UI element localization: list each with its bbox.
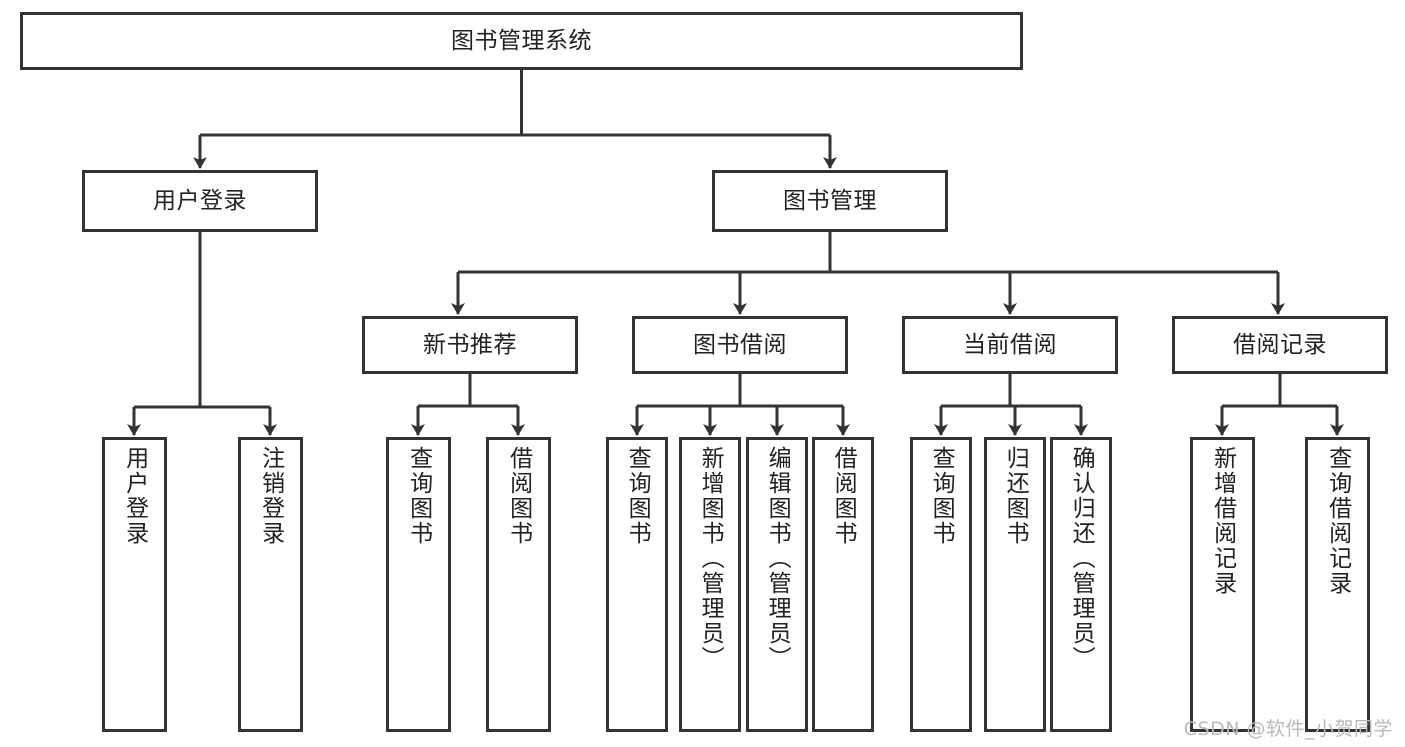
node-leaf-query-book-rec[interactable]: 查询图书 [386, 437, 451, 732]
node-leaf-borrow-book-rec-label: 借阅图书 [505, 446, 532, 546]
node-borrow-record-label: 借阅记录 [1233, 331, 1327, 358]
node-new-book-rec[interactable]: 新书推荐 [362, 316, 578, 374]
node-leaf-add-record-label: 新增借阅记录 [1209, 446, 1236, 596]
node-leaf-return-book[interactable]: 归还图书 [984, 437, 1046, 732]
node-leaf-add-record[interactable]: 新增借阅记录 [1190, 437, 1255, 732]
node-book-borrow[interactable]: 图书借阅 [632, 316, 848, 374]
node-root[interactable]: 图书管理系统 [20, 12, 1023, 70]
node-leaf-query-book-cur-label: 查询图书 [928, 446, 955, 546]
node-root-label: 图书管理系统 [451, 27, 592, 54]
node-book-manage[interactable]: 图书管理 [712, 170, 948, 232]
node-leaf-query-book-rec-label: 查询图书 [405, 446, 432, 546]
node-borrow-record[interactable]: 借阅记录 [1172, 316, 1388, 374]
node-leaf-edit-book[interactable]: 编辑图书（管理员） [746, 437, 808, 732]
node-leaf-query-book-bor-label: 查询图书 [624, 446, 651, 546]
node-leaf-confirm-return-label: 确认归还（管理员） [1068, 446, 1095, 671]
node-leaf-query-book-cur[interactable]: 查询图书 [910, 437, 972, 732]
node-leaf-borrow-book-bor-label: 借阅图书 [830, 446, 857, 546]
node-leaf-return-book-label: 归还图书 [1002, 446, 1029, 546]
node-leaf-edit-book-label: 编辑图书（管理员） [764, 446, 791, 671]
node-leaf-query-book-bor[interactable]: 查询图书 [606, 437, 668, 732]
node-book-borrow-label: 图书借阅 [693, 331, 787, 358]
node-current-borrow-label: 当前借阅 [963, 331, 1057, 358]
node-leaf-query-record-label: 查询借阅记录 [1324, 446, 1351, 596]
node-leaf-confirm-return[interactable]: 确认归还（管理员） [1050, 437, 1112, 732]
node-current-borrow[interactable]: 当前借阅 [902, 316, 1118, 374]
node-book-manage-label: 图书管理 [783, 187, 877, 214]
node-leaf-query-record[interactable]: 查询借阅记录 [1305, 437, 1370, 732]
node-leaf-borrow-book-rec[interactable]: 借阅图书 [486, 437, 551, 732]
node-leaf-user-login[interactable]: 用户登录 [102, 437, 167, 732]
node-leaf-user-logout-label: 注销登录 [257, 446, 284, 546]
node-new-book-rec-label: 新书推荐 [423, 331, 517, 358]
node-leaf-user-login-label: 用户登录 [121, 446, 148, 546]
node-leaf-add-book[interactable]: 新增图书（管理员） [679, 437, 741, 732]
node-leaf-add-book-label: 新增图书（管理员） [697, 446, 724, 671]
node-leaf-borrow-book-bor[interactable]: 借阅图书 [812, 437, 874, 732]
node-user-login[interactable]: 用户登录 [82, 170, 318, 232]
node-user-login-label: 用户登录 [153, 187, 247, 214]
node-leaf-user-logout[interactable]: 注销登录 [238, 437, 303, 732]
csdn-watermark: CSDN @软件_小贺同学 [1183, 718, 1393, 740]
